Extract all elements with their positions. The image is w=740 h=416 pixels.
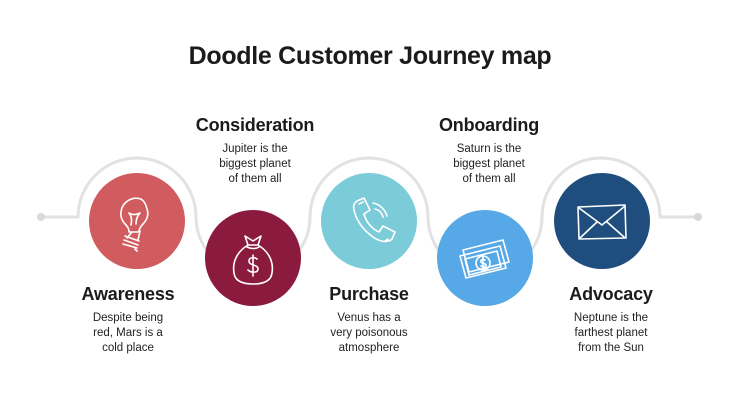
stage-title: Consideration (195, 115, 315, 135)
stage-consideration: Consideration Jupiter is the biggest pla… (180, 115, 330, 187)
stage-description: Saturn is the biggest planet of them all (453, 143, 525, 185)
stage-description: Venus has a very poisonous atmosphere (330, 312, 408, 354)
stage-description: Despite being red, Mars is a cold place (92, 312, 164, 354)
money-bag-icon (232, 235, 274, 285)
banknotes-icon (459, 239, 510, 279)
stage-purchase: Purchase Venus has a very poisonous atmo… (294, 284, 444, 356)
stage-title: Purchase (329, 284, 409, 304)
light-bulb-icon (120, 197, 149, 252)
stage-title: Awareness (81, 284, 175, 304)
purchase-circle (321, 173, 417, 269)
stage-awareness: Awareness Despite being red, Mars is a c… (53, 284, 203, 356)
stage-description: Neptune is the farthest planet from the … (573, 312, 649, 354)
stage-advocacy: Advocacy Neptune is the farthest planet … (536, 284, 686, 356)
stage-description: Jupiter is the biggest planet of them al… (219, 143, 291, 185)
stage-title: Advocacy (569, 284, 653, 304)
consideration-circle (205, 210, 301, 306)
stage-onboarding: Onboarding Saturn is the biggest planet … (414, 115, 564, 187)
envelope-icon (577, 204, 627, 240)
phone-icon (352, 197, 396, 243)
advocacy-circle (554, 173, 650, 269)
page-title: Doodle Customer Journey map (188, 42, 552, 70)
onboarding-circle (437, 210, 533, 306)
stage-title: Onboarding (439, 115, 539, 135)
awareness-circle (89, 173, 185, 269)
